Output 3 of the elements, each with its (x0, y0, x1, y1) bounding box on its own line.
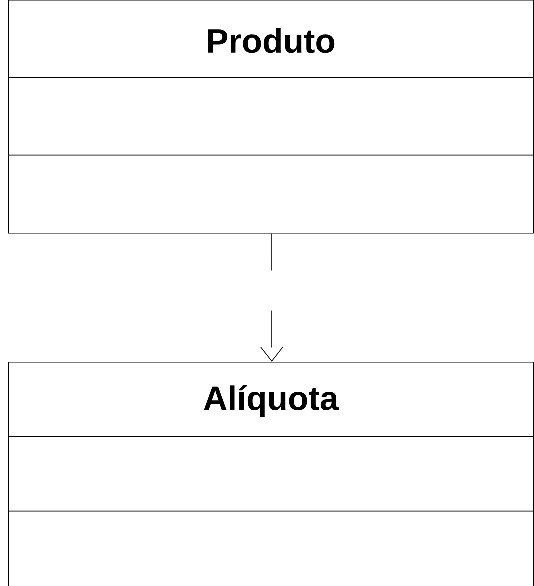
class-box: Produto (8, 0, 534, 234)
dependency-arrow (260, 233, 284, 362)
class-box: Alíquota (8, 362, 534, 586)
